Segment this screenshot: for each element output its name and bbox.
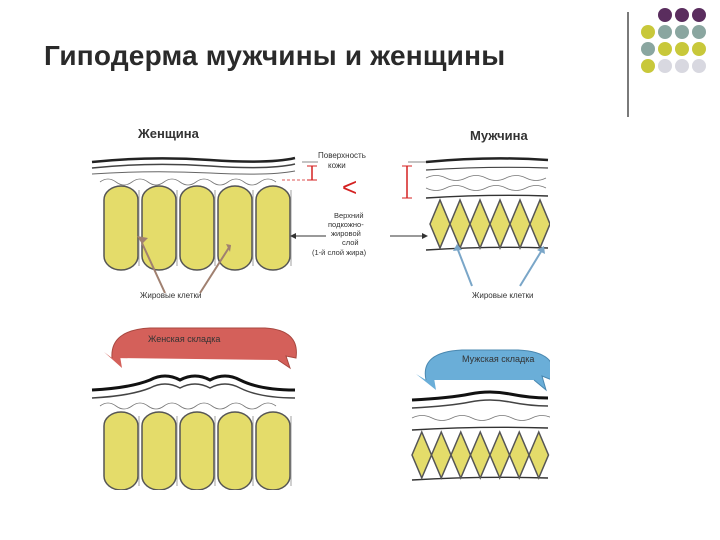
decor-dot	[692, 8, 706, 22]
fat-cell	[430, 430, 452, 480]
decor-dot	[675, 42, 689, 56]
decor-dot	[692, 25, 706, 39]
decor-dot	[641, 25, 655, 39]
female-title: Женщина	[137, 126, 200, 141]
fat-cell	[489, 198, 511, 250]
fat-cell	[255, 185, 291, 271]
fat-cell	[469, 430, 491, 480]
female-cells-pointer-left	[141, 242, 166, 294]
fat-cell	[179, 185, 215, 271]
fat-cell	[469, 198, 491, 250]
male-fold-label: Мужская складка	[462, 354, 534, 364]
female-skin-layers	[91, 156, 296, 186]
decor-dot	[675, 8, 689, 22]
fat-cell	[509, 198, 531, 250]
fat-cell	[489, 430, 511, 480]
fat-cell	[411, 430, 433, 480]
middle-annotations: Поверхность кожи < Верхний подкожно- жир…	[282, 151, 430, 257]
layer-label-1: Верхний	[334, 211, 364, 220]
male-top-panel: Мужчина Жировые клетки	[425, 128, 550, 300]
male-fold-skin	[411, 390, 550, 481]
fat-cell	[217, 185, 253, 271]
decor-dot	[658, 25, 672, 39]
fat-cell	[141, 411, 177, 490]
hypodermis-diagram: Женщина Жировые клетки Поверхность кожи …	[91, 126, 550, 490]
decor-dot	[675, 59, 689, 73]
female-cells-pointer-right	[199, 245, 231, 294]
slide-title: Гиподерма мужчины и женщины	[44, 40, 506, 71]
comparison-sign: <	[342, 172, 357, 202]
surface-label-2: кожи	[328, 161, 346, 170]
male-title: Мужчина	[470, 128, 529, 143]
male-fat-cells-bottom	[411, 430, 550, 480]
decor-dot	[692, 42, 706, 56]
layer-label-2: подкожно-	[328, 220, 364, 229]
fat-cell	[450, 430, 472, 480]
female-cells-label: Жировые клетки	[140, 291, 202, 300]
decor-divider-line	[627, 12, 629, 117]
fat-cell	[217, 411, 253, 490]
male-cells-label: Жировые клетки	[472, 291, 534, 300]
fat-cell	[449, 198, 471, 250]
decor-dot	[641, 42, 655, 56]
male-fat-cells-top	[429, 198, 550, 250]
decor-dot	[692, 59, 706, 73]
fat-cell	[103, 185, 139, 271]
female-fat-cells-top	[103, 185, 292, 271]
fat-cell	[103, 411, 139, 490]
fat-cell	[141, 185, 177, 271]
fat-cell	[529, 198, 550, 250]
female-fold-arrow	[111, 327, 297, 370]
fat-cell	[528, 430, 550, 480]
male-cells-pointer-right	[519, 249, 543, 287]
female-fold-panel: Женская складка	[91, 327, 297, 490]
decor-dot	[658, 59, 672, 73]
layer-label-5: (1-й слой жира)	[312, 248, 367, 257]
decor-dot	[641, 59, 655, 73]
layer-label-3: жировой	[331, 229, 361, 238]
female-fat-cells-bottom	[103, 411, 292, 490]
decor-dot	[658, 8, 672, 22]
male-cells-pointer-left	[457, 249, 473, 287]
fat-cell	[429, 198, 451, 250]
decor-dot	[658, 42, 672, 56]
female-fold-label: Женская складка	[148, 334, 220, 344]
surface-label-1: Поверхность	[318, 151, 366, 160]
female-top-panel: Женщина Жировые клетки	[91, 126, 296, 300]
fat-cell	[255, 411, 291, 490]
fat-cell	[179, 411, 215, 490]
female-fold-skin	[91, 374, 296, 410]
decor-dot	[675, 25, 689, 39]
fat-cell	[508, 430, 530, 480]
male-fold-arrow	[424, 349, 550, 392]
male-fold-panel: Мужская складка	[411, 349, 550, 481]
layer-label-4: слой	[342, 238, 359, 247]
